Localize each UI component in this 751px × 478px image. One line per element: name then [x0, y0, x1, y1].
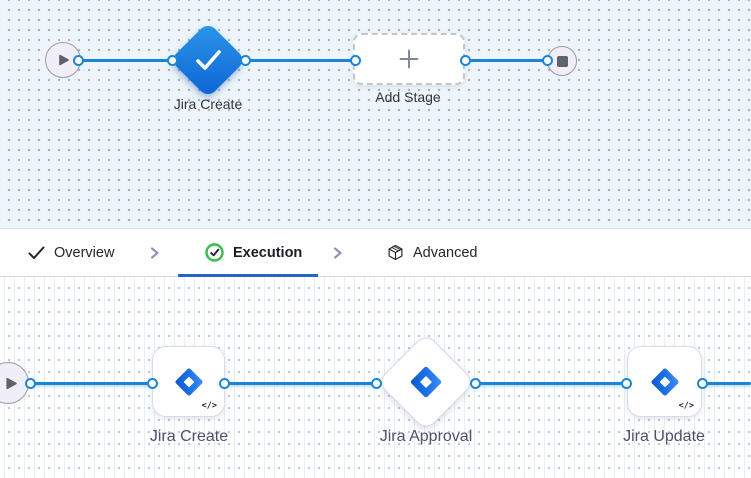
- edge-stage-addstage: [244, 59, 357, 62]
- step-label: Jira Approval: [379, 428, 473, 445]
- port[interactable]: [371, 377, 382, 389]
- port[interactable]: [350, 55, 361, 66]
- add-stage-label: Add Stage: [375, 89, 441, 105]
- play-icon: [59, 54, 69, 66]
- tab-overview[interactable]: Overview: [28, 229, 114, 276]
- step-label: Jira Update: [623, 428, 705, 445]
- edge-addstage-end: [464, 59, 550, 62]
- play-icon: [5, 377, 17, 389]
- stop-icon: [556, 55, 568, 67]
- step-label: Jira Create: [149, 428, 229, 445]
- port[interactable]: [542, 55, 553, 66]
- port[interactable]: [167, 55, 178, 66]
- add-stage-button[interactable]: [353, 33, 465, 85]
- port[interactable]: [219, 377, 230, 389]
- port[interactable]: [25, 377, 36, 389]
- execution-canvas: </> Jira Create Jira Approval </> Jira U…: [0, 277, 751, 478]
- step-node-jira-approval[interactable]: [376, 332, 476, 432]
- edge-start-stage: [76, 59, 174, 62]
- jira-logo-icon: [174, 367, 203, 396]
- code-icon: </>: [201, 401, 217, 411]
- overview-check-icon: [28, 246, 45, 260]
- port[interactable]: [460, 55, 471, 66]
- tab-overview-label: Overview: [54, 244, 115, 261]
- edge: [700, 381, 751, 385]
- edge: [474, 381, 629, 385]
- port[interactable]: [73, 55, 84, 66]
- port[interactable]: [147, 377, 158, 389]
- edge: [28, 381, 154, 385]
- port[interactable]: [470, 377, 481, 389]
- port[interactable]: [697, 377, 708, 389]
- plus-icon: [399, 49, 419, 69]
- advanced-cube-icon: [387, 244, 404, 261]
- chevron-right-icon: [331, 246, 344, 265]
- check-icon: [196, 50, 221, 70]
- chevron-right-icon: [148, 246, 161, 265]
- edge: [222, 381, 379, 385]
- execution-status-icon: [205, 243, 224, 262]
- stage-label: Jira Create: [173, 96, 243, 112]
- tab-execution[interactable]: Execution: [205, 229, 302, 276]
- pipeline-tabs: Overview Execution: [0, 228, 751, 277]
- step-node-jira-update[interactable]: </>: [627, 346, 702, 417]
- code-icon: </>: [678, 401, 694, 411]
- jira-logo-icon: [650, 367, 679, 396]
- active-tab-underline: [178, 274, 318, 277]
- tab-advanced-label: Advanced: [413, 244, 478, 261]
- step-node-jira-create[interactable]: </>: [152, 346, 225, 417]
- tab-execution-label: Execution: [233, 244, 303, 261]
- stage-canvas: Jira Create Add Stage: [0, 0, 751, 228]
- tab-advanced[interactable]: Advanced: [387, 229, 478, 276]
- port[interactable]: [621, 377, 632, 389]
- port[interactable]: [240, 55, 251, 66]
